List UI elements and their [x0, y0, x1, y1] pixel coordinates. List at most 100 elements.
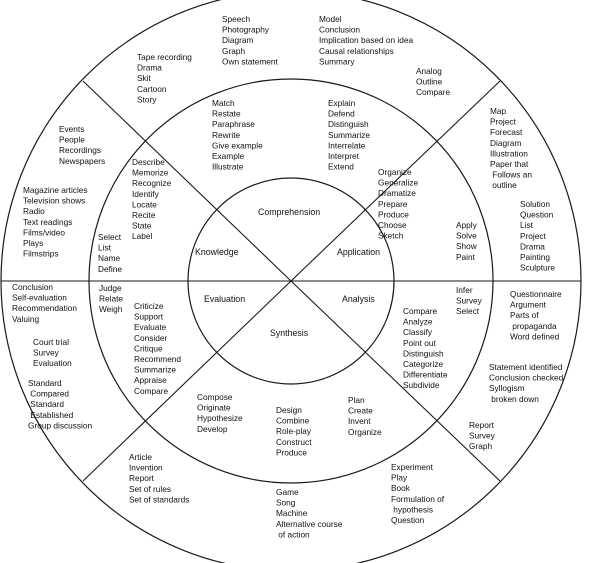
comprehension-products-right-line: Model: [319, 14, 342, 24]
application-products-mid-line: Project: [490, 117, 517, 127]
comprehension-products-left-line: Drama: [137, 63, 162, 73]
evaluation-verbs-line: Support: [134, 312, 164, 322]
analysis-extra-verbs-line: Select: [456, 306, 480, 316]
synthesis-verbs-mid-line: Role-play: [276, 426, 312, 436]
comprehension-verbs-right-line: Interpret: [328, 151, 360, 161]
synthesis-verbs-mid-line: Construct: [276, 437, 312, 447]
synthesis-products-right-line: Play: [391, 473, 408, 483]
application-verbs-line: Sketch: [378, 231, 404, 241]
synthesis-products-mid-line: Machine: [276, 508, 308, 518]
analysis-products-upper-line: Argument: [510, 300, 547, 310]
spoke-lower-right: [290, 280, 501, 482]
application-products-mid-line: Paper that: [490, 159, 529, 169]
application-products-low-line: Sculpture: [520, 263, 555, 273]
comprehension-products-right-line: Summary: [319, 56, 355, 66]
synthesis-products-mid-line: Game: [276, 487, 299, 497]
comprehension-verbs-left-line: Match: [212, 98, 235, 108]
knowledge-verbs-line: State: [132, 221, 152, 231]
evaluation-extra-verbs-line: Relate: [99, 294, 123, 304]
synthesis-products-mid-line: of action: [276, 529, 310, 539]
evaluation-verbs-line: Critique: [134, 343, 163, 353]
application-products-low-line: Painting: [520, 252, 550, 262]
synthesis-products-left-line: Report: [129, 473, 155, 483]
evaluation-products-upper-line: Valuing: [12, 314, 39, 324]
comprehension-verbs-left-line: Example: [212, 151, 245, 161]
knowledge-verbs-line: Locate: [132, 199, 157, 209]
application-products-mid-line: outline: [490, 180, 517, 190]
application-verbs-line: Generalize: [378, 178, 419, 188]
synthesis-products-left-line: Invention: [129, 463, 163, 473]
application-products-low-line: Question: [520, 210, 554, 220]
evaluation-extra-verbs-line: Weigh: [99, 304, 123, 314]
analysis-products-low-line: Graph: [469, 441, 492, 451]
comprehension-products-mid-line: Graph: [222, 46, 245, 56]
synthesis-verbs-right-line: Organize: [348, 427, 382, 437]
application-extra-verbs-line: Solve: [456, 231, 477, 241]
synthesis-verbs-right-line: Invent: [348, 416, 371, 426]
knowledge-extra-verbs-line: Define: [98, 264, 122, 274]
knowledge-verbs-line: Memorize: [132, 168, 169, 178]
application-products-low-line: Project: [520, 231, 547, 241]
application-products-low-line: List: [520, 220, 534, 230]
knowledge-verbs-line: Recite: [132, 210, 156, 220]
synthesis-verbs-mid-line: Produce: [276, 447, 307, 457]
comprehension-products-mid-line: Diagram: [222, 35, 253, 45]
synthesis-verbs-mid-line: Design: [276, 405, 302, 415]
synthesis-verbs-left-line: Compose: [197, 392, 233, 402]
application-products-low-line: Solution: [520, 199, 550, 209]
comprehension-verbs-left-line: Paraphrase: [212, 119, 255, 129]
analysis-verbs-line: Classify: [403, 327, 433, 337]
analysis-extra-verbs-line: Infer: [456, 285, 473, 295]
analysis-verbs-line: Categorize: [403, 359, 444, 369]
application-verbs-line: Prepare: [378, 199, 408, 209]
comprehension-verbs-right-line: Summarize: [328, 130, 370, 140]
knowledge-products-lower-line: Plays: [23, 238, 43, 248]
evaluation-products-low-line: Group discussion: [28, 420, 92, 430]
analysis-verbs-line: Analyze: [403, 317, 433, 327]
synthesis-products-mid-line: Song: [276, 498, 296, 508]
comprehension-products-left-line: Tape recording: [137, 52, 192, 62]
application-products-mid-line: Follows an: [490, 170, 532, 180]
evaluation-products-low-line: Compared: [28, 389, 69, 399]
synthesis-products-mid-line: Alternative course: [276, 519, 343, 529]
spoke-upper-left: [82, 80, 292, 282]
application-verbs-line: Choose: [378, 220, 407, 230]
synthesis-products-left-line: Set of rules: [129, 484, 171, 494]
synthesis-products-right-line: Book: [391, 483, 411, 493]
analysis-verbs-line: Differentiate: [403, 370, 448, 380]
evaluation-verbs-line: Appraise: [134, 375, 167, 385]
evaluation-verbs-line: Evaluate: [134, 322, 167, 332]
knowledge-products-upper-line: Events: [59, 124, 84, 134]
knowledge-verbs-line: Label: [132, 231, 152, 241]
evaluation-products-upper-line: Recommendation: [12, 303, 77, 313]
category-knowledge: Knowledge: [195, 247, 239, 257]
evaluation-products-upper-line: Self-evaluation: [12, 293, 67, 303]
synthesis-verbs-left-line: Originate: [197, 403, 231, 413]
evaluation-products-mid-line: Survey: [33, 348, 60, 358]
analysis-products-upper-line: Word defined: [510, 331, 560, 341]
evaluation-products-mid-line: Court trial: [33, 337, 69, 347]
application-verbs-line: Organize: [378, 167, 412, 177]
knowledge-verbs-line: Identify: [132, 189, 160, 199]
analysis-verbs-line: Compare: [403, 306, 438, 316]
knowledge-extra-verbs-line: Name: [98, 253, 121, 263]
analysis-products-mid-line: Conclusion checked: [489, 373, 564, 383]
application-products-top-line: Analog: [416, 66, 442, 76]
knowledge-products-lower-line: Text readings: [23, 217, 72, 227]
knowledge-products-upper-line: Recordings: [59, 145, 101, 155]
comprehension-verbs-left-line: Rewrite: [212, 130, 241, 140]
